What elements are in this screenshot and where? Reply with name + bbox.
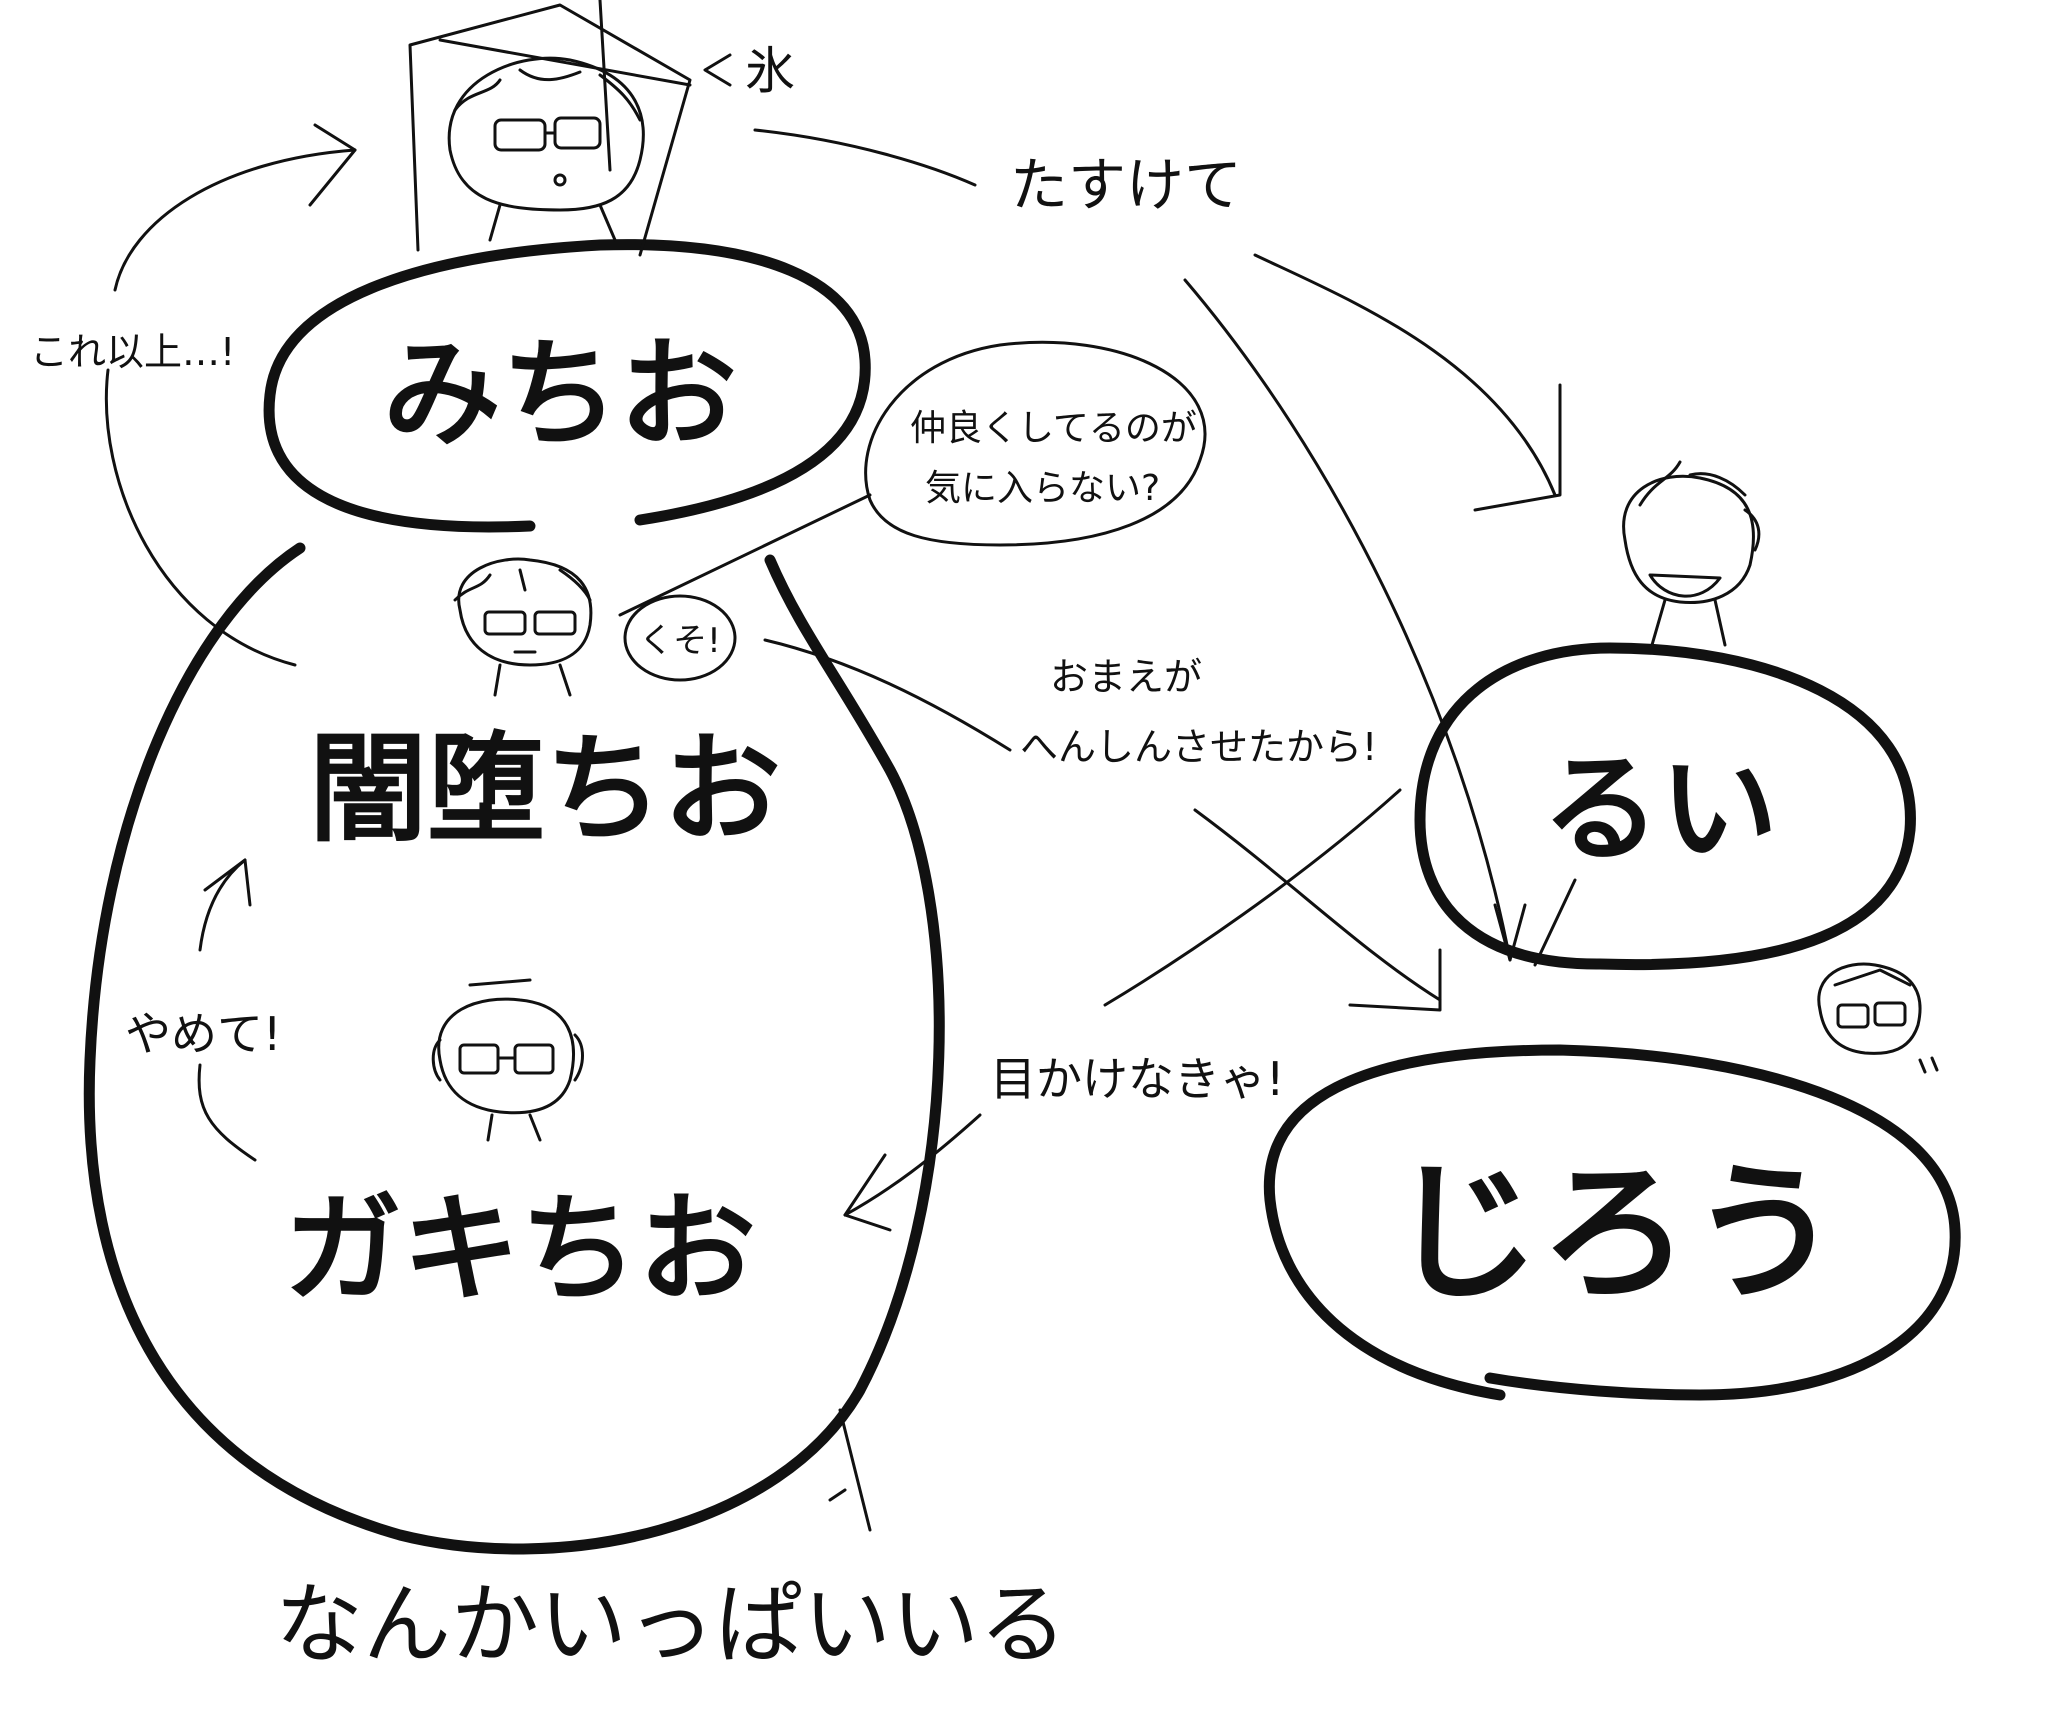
jealous-speech-bubble bbox=[864, 340, 1207, 547]
gakichio-character-icon bbox=[431, 978, 584, 1142]
node-jirou-outline bbox=[1263, 1044, 1961, 1401]
yamiochi-character-icon bbox=[453, 557, 593, 697]
node-rui-label: るい bbox=[1542, 740, 1778, 878]
kuso-speech-bubble bbox=[623, 594, 737, 682]
note-help: たすけて bbox=[1010, 151, 1242, 219]
node-rui-outline bbox=[1414, 642, 1916, 971]
node-michio-label: みちお bbox=[383, 325, 737, 463]
arrows-layer bbox=[104, 53, 1577, 1532]
node-gakichio-label: ガキちお bbox=[284, 1180, 756, 1318]
note-bottom: なんかいっぱいいる bbox=[275, 1573, 1067, 1676]
rui-character-icon bbox=[1622, 460, 1761, 647]
note-no-more: これ以上…! bbox=[30, 330, 235, 374]
note-kuso: くそ! bbox=[639, 621, 721, 661]
jirou-character-icon bbox=[1817, 962, 1939, 1074]
note-yamete: やめて! bbox=[125, 1007, 281, 1061]
michio-character-icon bbox=[447, 56, 645, 242]
jealous-bubble-tail bbox=[618, 493, 872, 617]
ice-crystal-sketch bbox=[408, 0, 692, 257]
container-bubble-outline bbox=[83, 542, 945, 1555]
note-jealous-line1: 仲良くしてるのが bbox=[910, 408, 1197, 449]
note-omaega-line1: おまえが bbox=[1050, 655, 1202, 699]
note-omaega-line2: へんしんさせたから! bbox=[1020, 725, 1377, 769]
note-jealous-line2: 気に入らない? bbox=[925, 468, 1160, 509]
node-yamiochi-label: 闇堕ちお bbox=[309, 720, 781, 858]
note-ice: 氷 bbox=[745, 42, 795, 100]
node-jirou-label: じろう bbox=[1390, 1147, 1840, 1321]
note-mekakenakya: 目かけなきゃ! bbox=[990, 1052, 1284, 1106]
node-michio-outline bbox=[263, 239, 871, 533]
